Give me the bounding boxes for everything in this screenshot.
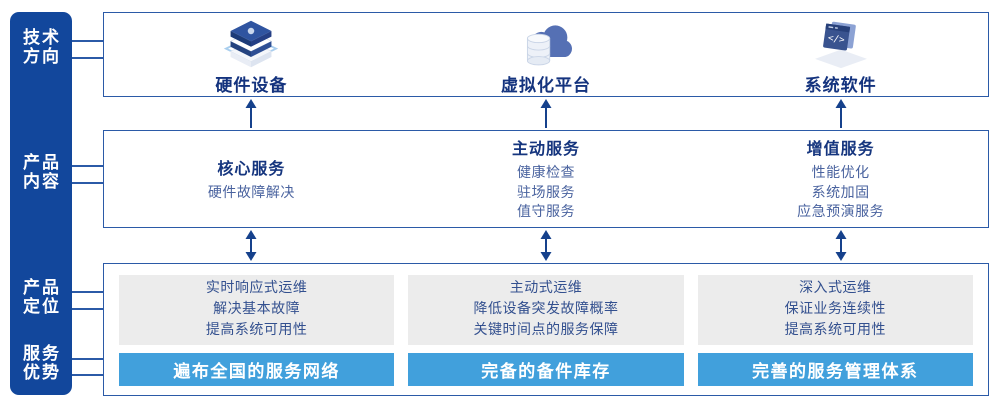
service-item: 性能优化 — [811, 165, 870, 182]
connector-line — [72, 358, 103, 360]
connector-line — [72, 57, 103, 59]
service-title: 核心服务 — [217, 158, 286, 178]
service-item: 系统加固 — [811, 184, 870, 201]
connector-line — [72, 182, 103, 184]
tech-label-virtualization: 虚拟化平台 — [501, 75, 591, 96]
tech-column-hardware: 硬件设备 — [104, 13, 399, 96]
tech-column-software: </> 系统软件 — [693, 13, 988, 96]
bottom-column-2: 主动式运维 降低设备突发故障概率 关键时间点的服务保障 完备的备件库存 — [408, 275, 684, 386]
positioning-item: 实时响应式运维 — [205, 280, 308, 297]
service-title: 主动服务 — [512, 139, 581, 159]
service-column-proactive: 主动服务 健康检查 驻场服务 值守服务 — [399, 131, 694, 227]
tech-label-hardware: 硬件设备 — [215, 75, 288, 96]
positioning-item: 深入式运维 — [799, 280, 872, 297]
code-window-icon: </> — [814, 21, 867, 68]
positioning-box: 实时响应式运维 解决基本故障 提高系统可用性 — [119, 275, 395, 345]
service-item: 驻场服务 — [517, 184, 575, 201]
positioning-advantage-panel: 实时响应式运维 解决基本故障 提高系统可用性 遍布全国的服务网络 主动式运维 降… — [103, 263, 989, 396]
cloud-database-icon — [526, 24, 572, 65]
positioning-item: 降低设备突发故障概率 — [473, 301, 619, 318]
up-arrow-icon — [245, 99, 257, 128]
advantage-bar: 完善的服务管理体系 — [697, 352, 973, 386]
sidebar-item-product-content: 产品 内容 — [23, 153, 61, 192]
sidebar-item-product-position: 产品 定位 — [23, 278, 61, 317]
double-arrow-icon — [245, 230, 257, 261]
connector-line — [72, 40, 103, 42]
positioning-item: 关键时间点的服务保障 — [473, 322, 619, 339]
up-arrow-icon — [540, 99, 552, 128]
connector-line — [72, 165, 103, 167]
connector-line — [72, 374, 103, 376]
sidebar-item-tech-direction: 技术 方向 — [23, 28, 61, 67]
service-column-value-added: 增值服务 性能优化 系统加固 应急预演服务 — [693, 131, 988, 227]
service-column-core: 核心服务 硬件故障解决 — [104, 131, 399, 227]
advantage-bar: 遍布全国的服务网络 — [119, 352, 395, 386]
double-arrow-icon — [540, 230, 552, 261]
positioning-item: 主动式运维 — [509, 280, 583, 297]
connector-line — [72, 308, 103, 310]
bottom-column-1: 实时响应式运维 解决基本故障 提高系统可用性 遍布全国的服务网络 — [119, 275, 395, 386]
service-item: 硬件故障解决 — [207, 184, 295, 201]
advantage-bar: 完备的备件库存 — [408, 352, 684, 386]
service-item: 应急预演服务 — [797, 204, 885, 221]
positioning-item: 提高系统可用性 — [205, 322, 308, 339]
server-stack-icon — [224, 20, 279, 67]
tech-column-virtualization: 虚拟化平台 — [399, 13, 694, 96]
up-arrow-icon — [835, 99, 847, 128]
service-title: 增值服务 — [806, 139, 875, 159]
double-arrow-icon — [835, 230, 847, 261]
service-item: 值守服务 — [517, 204, 575, 221]
tech-label-software: 系统软件 — [804, 75, 877, 96]
positioning-item: 保证业务连续性 — [784, 301, 887, 318]
tech-direction-panel: 硬件设备 虚拟化平台 — [103, 12, 989, 97]
positioning-box: 主动式运维 降低设备突发故障概率 关键时间点的服务保障 — [408, 275, 684, 345]
bottom-column-3: 深入式运维 保证业务连续性 提高系统可用性 完善的服务管理体系 — [697, 275, 973, 386]
service-item: 健康检查 — [517, 165, 575, 182]
positioning-box: 深入式运维 保证业务连续性 提高系统可用性 — [697, 275, 973, 345]
positioning-item: 提高系统可用性 — [784, 322, 887, 339]
positioning-item: 解决基本故障 — [213, 301, 301, 318]
category-sidebar: 技术 方向 产品 内容 产品 定位 服务 优势 — [10, 12, 72, 395]
sidebar-item-service-advantage: 服务 优势 — [23, 344, 61, 383]
arrow-row-lower — [103, 230, 989, 261]
arrow-row-upper — [103, 99, 989, 128]
product-content-panel: 核心服务 硬件故障解决 主动服务 健康检查 驻场服务 值守服务 增值服务 性能优… — [103, 130, 989, 228]
connector-line — [72, 291, 103, 293]
svg-text:</>: </> — [827, 32, 846, 45]
